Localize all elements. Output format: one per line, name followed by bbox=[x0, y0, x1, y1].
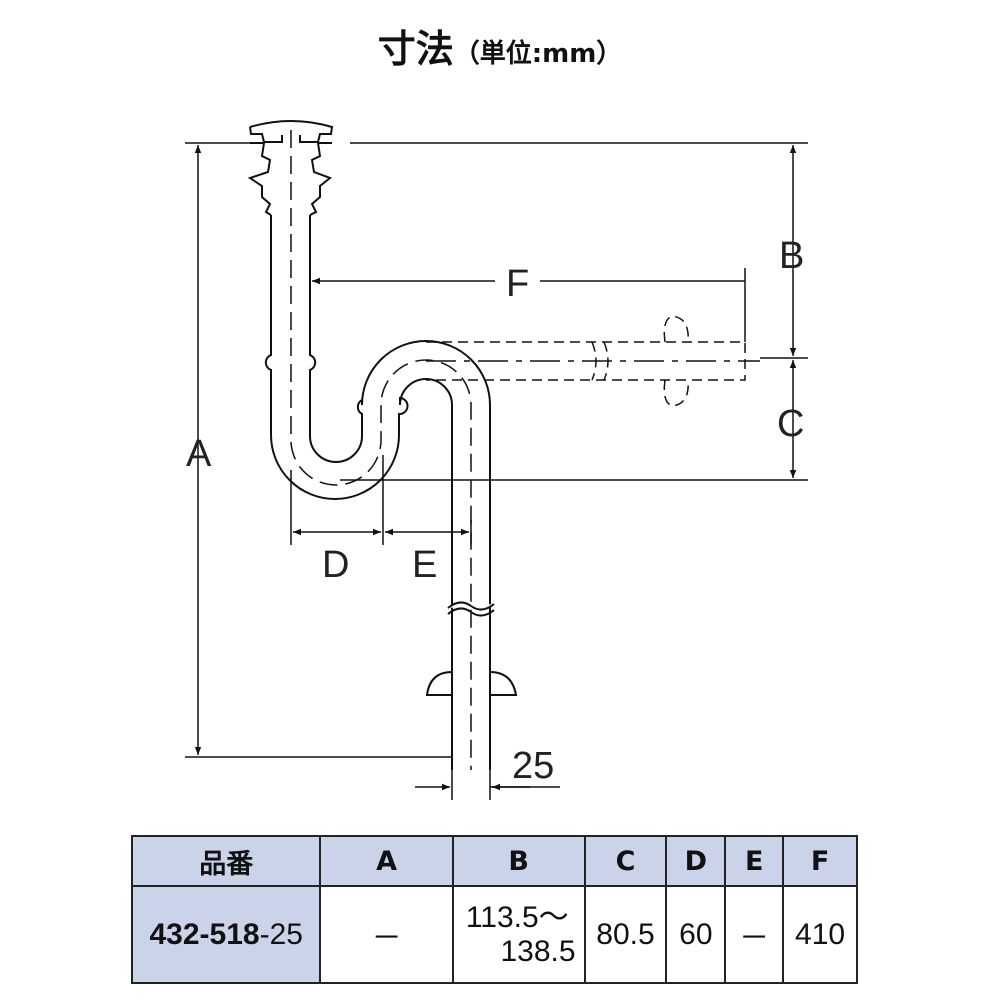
cell-B-line1: 113.5～ bbox=[465, 900, 569, 934]
label-D: D bbox=[322, 544, 349, 586]
cell-B-line2: 138.5 bbox=[500, 934, 576, 968]
cell-part-number: 432-518-25 bbox=[130, 885, 322, 984]
cell-A: － bbox=[319, 885, 454, 984]
header-E: E bbox=[724, 835, 785, 887]
label-pipe-diameter: 25 bbox=[512, 745, 554, 787]
cell-C: 80.5 bbox=[583, 885, 668, 984]
drain-cap bbox=[247, 120, 334, 216]
cell-B: 113.5～138.5 bbox=[451, 885, 586, 984]
header-part-number: 品番 bbox=[130, 835, 322, 887]
header-B: B bbox=[451, 835, 586, 887]
label-F: F bbox=[506, 263, 529, 305]
cell-F: 410 bbox=[782, 885, 858, 984]
pipe-break-2 bbox=[447, 607, 495, 617]
label-E: E bbox=[412, 544, 437, 586]
cell-D: 60 bbox=[665, 885, 727, 984]
part-number-suffix: -25 bbox=[259, 917, 303, 951]
trap-diagram: A B C D E F 25 bbox=[185, 120, 808, 800]
cell-E: － bbox=[724, 885, 785, 984]
dimension-table: 品番 A B C D E F 432-518-25 － 113.5～138.5 … bbox=[130, 835, 858, 984]
title-unit: （単位:mm） bbox=[453, 39, 623, 69]
label-B: B bbox=[779, 235, 804, 277]
table-header-row: 品番 A B C D E F bbox=[130, 835, 858, 887]
header-C: C bbox=[583, 835, 668, 887]
part-number-main: 432-518 bbox=[149, 917, 260, 951]
bottom-flange bbox=[425, 671, 518, 696]
page-title: 寸法（単位:mm） bbox=[0, 18, 1000, 73]
table-row: 432-518-25 － 113.5～138.5 80.5 60 － 410 bbox=[130, 885, 858, 984]
title-main: 寸法 bbox=[377, 27, 454, 71]
header-F: F bbox=[782, 835, 858, 887]
label-C: C bbox=[777, 403, 804, 445]
left-pipe bbox=[264, 130, 491, 770]
header-D: D bbox=[665, 835, 727, 887]
pipe-break bbox=[447, 601, 495, 611]
dimension-lines bbox=[185, 142, 808, 800]
label-A: A bbox=[186, 433, 212, 475]
header-A: A bbox=[319, 835, 454, 887]
